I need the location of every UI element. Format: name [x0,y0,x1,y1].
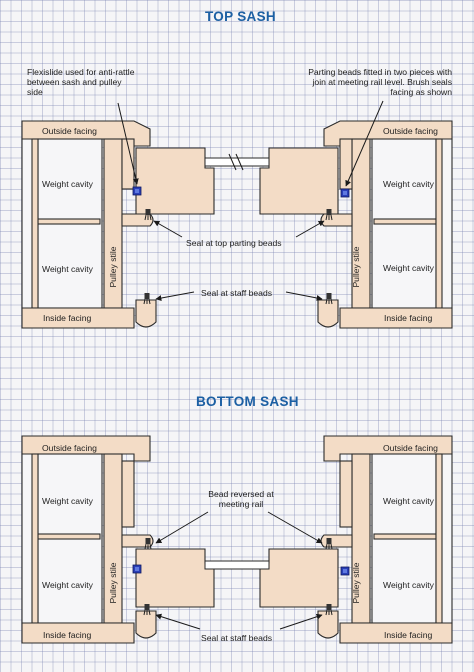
weight-cavity-label: Weight cavity [383,263,434,273]
parting-beads-note: Parting beads fitted in two pieces with … [308,67,452,97]
weight-cavity-label: Weight cavity [383,179,434,189]
outside-facing-label: Outside facing [42,443,97,453]
bottom-glass-pane [204,560,270,570]
inside-facing-label: Inside facing [43,630,92,640]
bottom-sash-title: BOTTOM SASH [196,394,299,409]
outside-facing-label: Outside facing [383,443,438,453]
inside-facing-label: Inside facing [384,630,433,640]
inside-facing-label: Inside facing [43,313,92,323]
weight-cavity-label: Weight cavity [42,179,93,189]
bottom-seal-left [132,564,142,574]
arrow-brush-seal [345,100,384,187]
weight-cavity-label: Weight cavity [42,264,93,274]
arrow-staff-right [285,291,323,301]
arrow-bead-right [267,511,323,544]
seal-parting-label: Seal at top parting beads [186,238,282,248]
pulley-stile-label: Pulley stile [108,246,118,288]
top-right-frame [259,120,453,329]
bottom-sash-drawing [21,435,453,644]
weight-cavity-label: Weight cavity [42,496,93,506]
outside-facing-label: Outside facing [42,126,97,136]
pulley-stile-label: Pulley stile [108,562,118,604]
weight-cavity-label: Weight cavity [42,580,93,590]
arrow-bottom-staff-left [155,613,201,630]
top-glass-pane [204,157,270,167]
arrow-bottom-staff-right [279,613,323,630]
arrow-parting-right [295,220,325,238]
arrow-parting-left [153,220,183,238]
arrow-staff-left [155,291,195,301]
bottom-seal-right [340,566,350,576]
bead-reversed-note: Bead reversed at meeting rail [208,489,274,509]
weight-cavity-label: Weight cavity [383,580,434,590]
weight-cavity-label: Weight cavity [383,496,434,506]
seal-staff-label-bottom: Seal at staff beads [201,633,273,643]
top-sash-title: TOP SASH [205,9,276,24]
pulley-stile-label: Pulley stile [351,562,361,604]
top-left-frame [21,120,215,329]
arrow-flexislide [117,102,139,185]
arrow-bead-left [155,511,209,544]
brush-seal-right [340,188,350,198]
outside-facing-label: Outside facing [383,126,438,136]
flexislide-seal-left [132,186,142,196]
inside-facing-label: Inside facing [384,313,433,323]
pulley-stile-label: Pulley stile [351,246,361,288]
top-sash-drawing [21,100,453,329]
flexislide-note: Flexislide used for anti-rattle between … [27,67,135,97]
seal-staff-label-top: Seal at staff beads [201,288,273,298]
